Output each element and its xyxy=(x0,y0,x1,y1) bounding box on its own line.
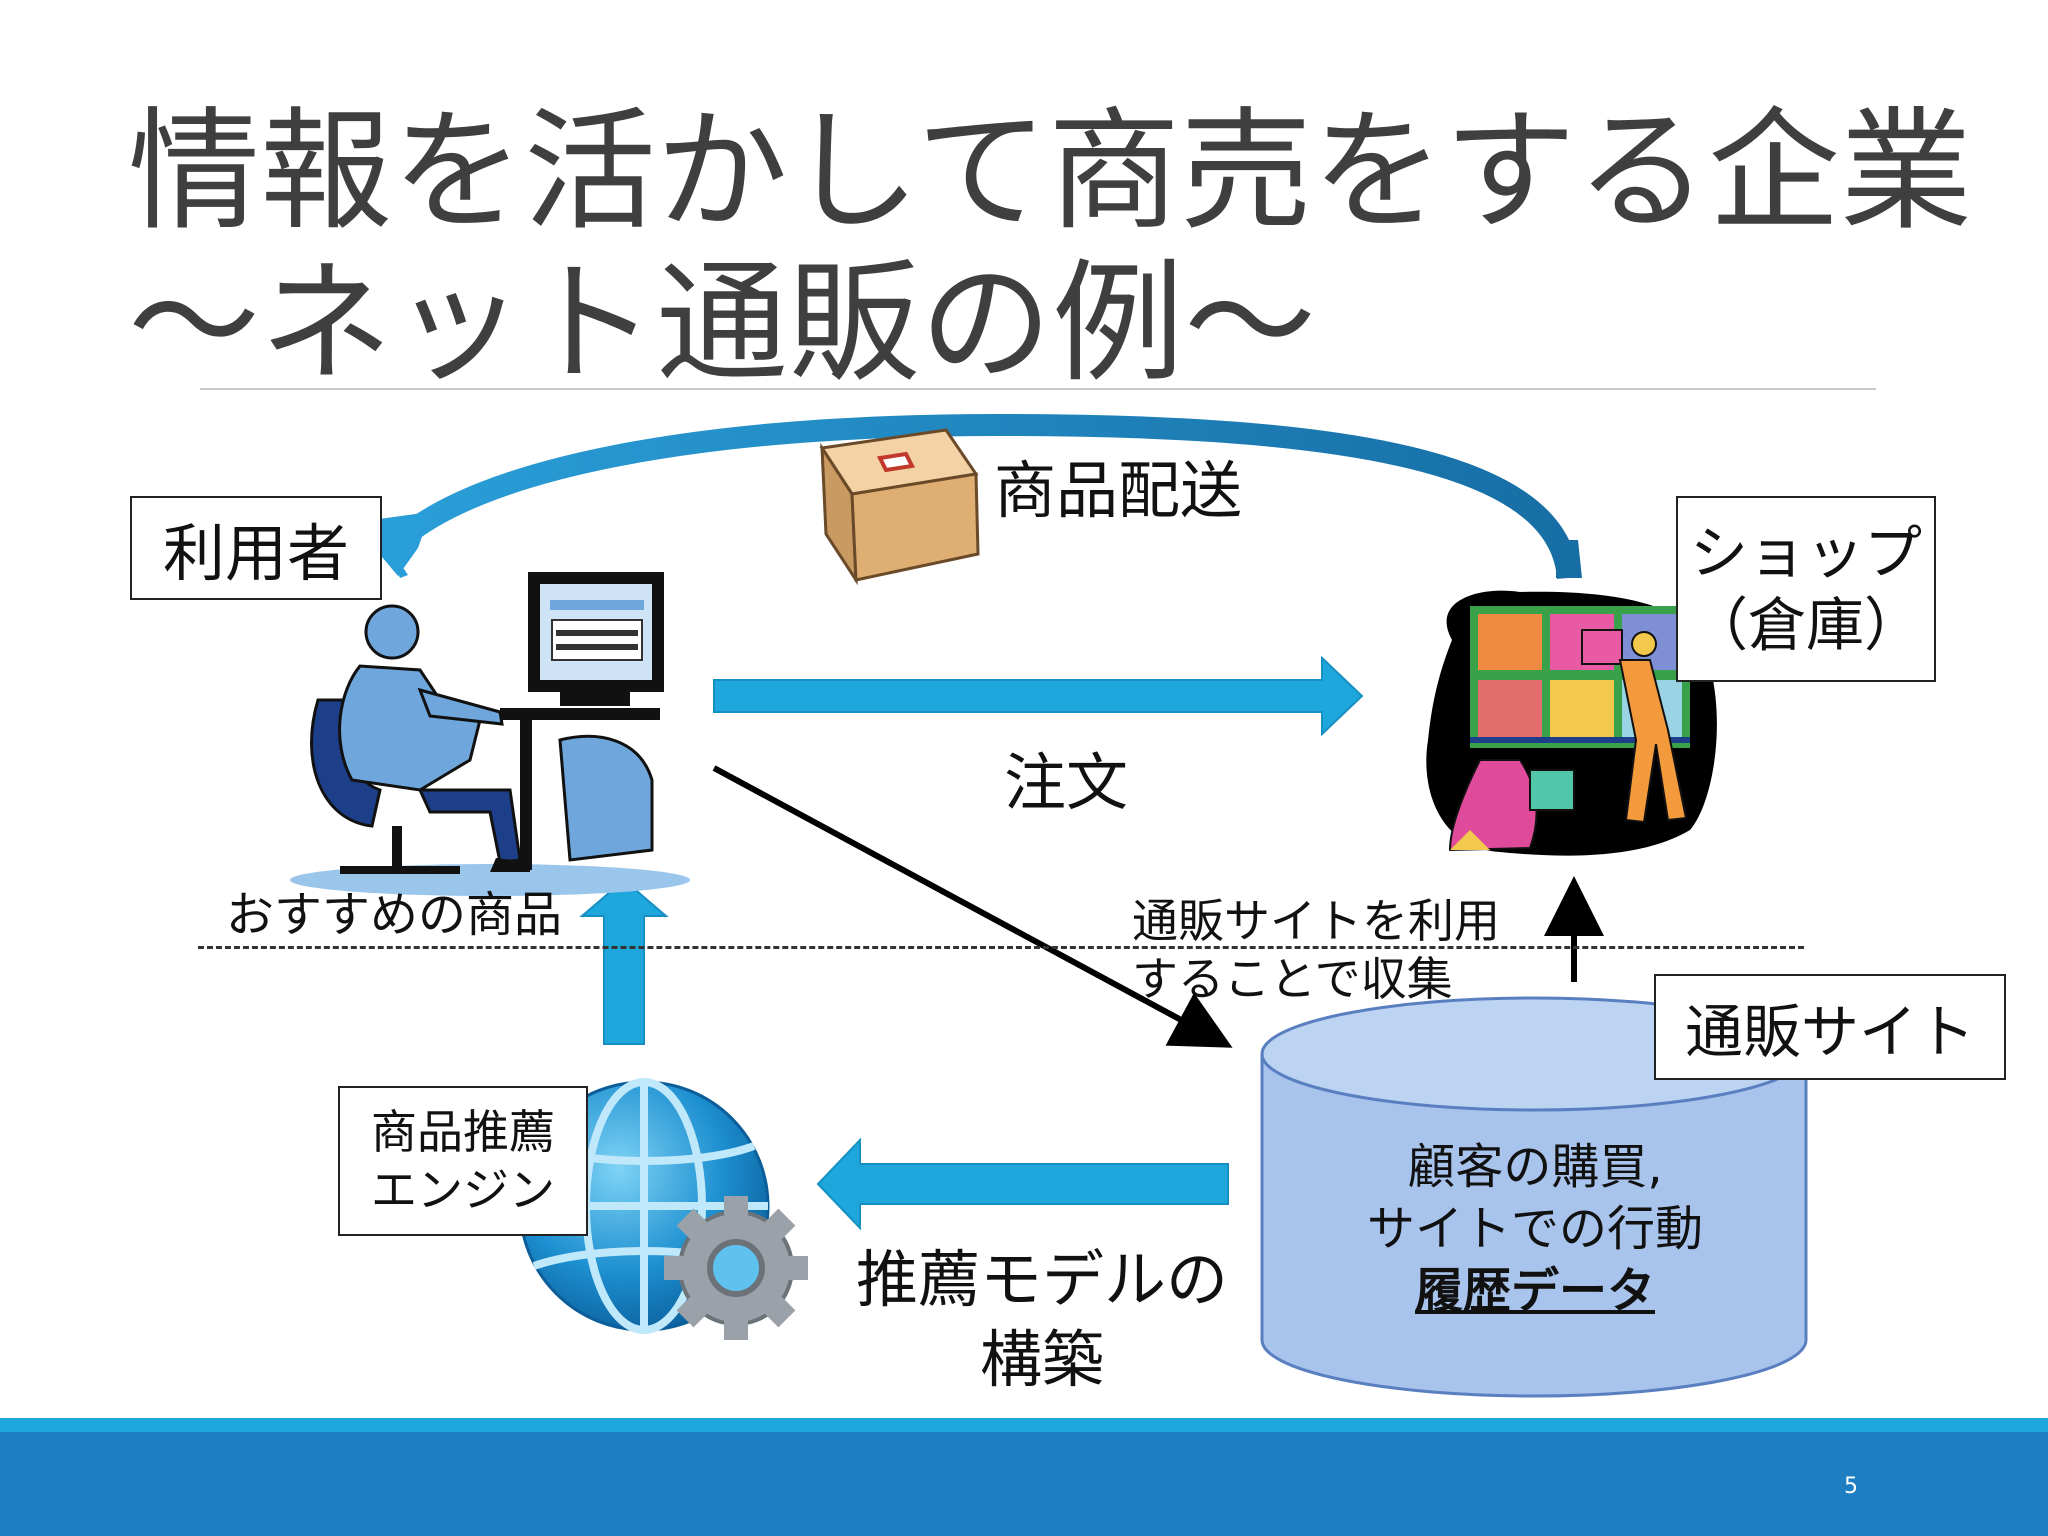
computer-user-clipart xyxy=(290,572,690,896)
page-title-line2: ～ネット通販の例～ xyxy=(128,247,1316,401)
collect-label-line2: することで収集 xyxy=(1132,952,1453,1006)
model-build-label: 推薦モデルの 構築 xyxy=(842,1240,1242,1400)
package-box-icon xyxy=(819,428,980,586)
database-text-line2: サイトでの行動 xyxy=(1366,1201,1703,1257)
footer-bar xyxy=(0,1432,2048,1536)
user-box-label: 利用者 xyxy=(162,517,349,590)
delivery-arc-arrow xyxy=(366,413,1582,580)
database-text-line3: 履歴データ xyxy=(1414,1263,1655,1319)
page-number: 5 xyxy=(1844,1474,1858,1499)
database-text-line1: 顧客の購買, xyxy=(1407,1139,1663,1195)
collect-label-line1: 通販サイトを利用 xyxy=(1132,894,1500,948)
footer-accent-bar xyxy=(0,1418,2048,1432)
shop-box: ショップ （倉庫） xyxy=(1676,496,1936,682)
boundary-dashed-line xyxy=(198,946,1804,949)
title-divider xyxy=(200,388,1876,390)
collect-arrow xyxy=(712,765,1233,1048)
site-box: 通販サイト xyxy=(1654,974,2006,1080)
site-box-label: 通販サイト xyxy=(1684,998,1975,1066)
recommend-up-arrow xyxy=(579,878,669,1045)
page-title-line1: 情報を活かして商売をする企業 xyxy=(128,95,1973,249)
shop-box-line1: ショップ xyxy=(1689,519,1922,587)
shop-box-line2: （倉庫） xyxy=(1689,591,1922,659)
model-build-arrow xyxy=(816,1137,1229,1231)
database-text: 顧客の購買, サイトでの行動 履歴データ xyxy=(1330,1136,1740,1322)
order-arrow xyxy=(713,655,1364,737)
engine-box-line1: 商品推薦 xyxy=(371,1105,555,1159)
warehouse-workers-clipart xyxy=(1426,590,1717,856)
collect-label: 通販サイトを利用 することで収集 xyxy=(1132,892,1500,1008)
delivery-label: 商品配送 xyxy=(994,454,1243,527)
engine-box-line2: エンジン xyxy=(371,1163,555,1217)
engine-box: 商品推薦 エンジン xyxy=(338,1086,588,1236)
order-label: 注文 xyxy=(1004,746,1129,819)
page-title: 情報を活かして商売をする企業 ～ネット通販の例～ xyxy=(128,96,2008,400)
recommended-products-label: おすすめの商品 xyxy=(226,887,563,943)
model-build-label-line2: 構築 xyxy=(979,1323,1104,1396)
user-box: 利用者 xyxy=(130,496,382,600)
model-build-label-line1: 推薦モデルの xyxy=(855,1243,1228,1316)
